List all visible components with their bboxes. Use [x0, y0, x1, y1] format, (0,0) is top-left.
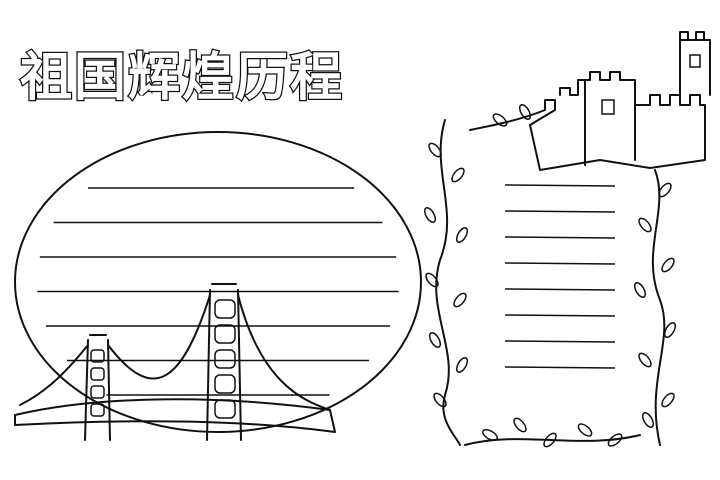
leaf	[661, 257, 675, 273]
writing-line	[504, 314, 616, 317]
bridge-icon	[14, 283, 336, 441]
tower-window	[214, 374, 236, 394]
leaf	[607, 433, 623, 447]
leaf	[577, 423, 593, 437]
leaf	[518, 104, 532, 120]
writing-line	[504, 340, 616, 343]
leaf	[455, 227, 469, 243]
leaf	[661, 392, 675, 408]
leaf	[492, 113, 508, 127]
leaf	[638, 352, 652, 368]
leaf	[455, 357, 469, 373]
leaf	[482, 428, 498, 442]
tower-window	[214, 324, 236, 344]
writing-line	[504, 236, 616, 239]
leaf	[658, 182, 672, 198]
writing-line	[504, 262, 616, 265]
tower-window	[214, 349, 236, 369]
tower-window	[90, 367, 105, 381]
writing-line	[504, 366, 616, 369]
leaf	[451, 167, 465, 183]
writing-line	[504, 184, 616, 187]
poster-title: 祖国辉煌历程	[20, 48, 344, 108]
leaf	[543, 432, 557, 448]
leaf	[428, 142, 442, 158]
leaf	[633, 282, 647, 298]
leaf	[663, 322, 677, 338]
ellipse-writing-lines	[37, 187, 399, 396]
writing-line	[504, 288, 616, 291]
vine-icon	[423, 104, 677, 448]
panel-writing-lines	[504, 184, 616, 369]
writing-line	[504, 210, 616, 213]
castle-wall-icon	[529, 31, 711, 171]
leaf	[423, 207, 437, 223]
ellipse-frame	[14, 131, 422, 433]
tower-window	[90, 385, 105, 399]
leaf	[453, 292, 467, 308]
leaf	[425, 272, 439, 288]
leaf	[433, 392, 447, 408]
tower-window	[90, 403, 105, 417]
leaf	[513, 417, 527, 433]
leaf	[638, 217, 652, 233]
leaf	[641, 412, 655, 428]
tower-window	[214, 299, 236, 319]
tower-window	[90, 349, 105, 363]
tower-window	[214, 399, 236, 419]
leaf	[428, 332, 442, 348]
